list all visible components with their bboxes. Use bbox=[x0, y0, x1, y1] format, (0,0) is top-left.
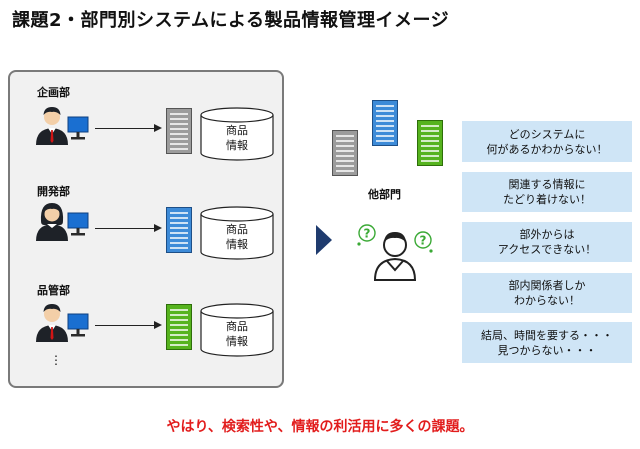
database-cylinder-icon bbox=[200, 107, 274, 161]
database-label: 商品 情報 bbox=[226, 320, 248, 348]
issue-bubble: どのシステムに 何があるかわからない！ bbox=[462, 121, 632, 162]
server-tower-icon bbox=[166, 304, 192, 350]
page-title: 課題2・部門別システムによる製品情報管理イメージ bbox=[12, 10, 450, 31]
server-tower-icon bbox=[332, 130, 358, 176]
flow-arrow bbox=[95, 124, 162, 132]
person-at-computer-icon bbox=[36, 107, 89, 145]
server-tower-icon bbox=[166, 108, 192, 154]
server-tower-icon bbox=[372, 100, 398, 146]
issue-bubble: 関連する情報に たどり着けない！ bbox=[462, 172, 632, 212]
server-tower-icon bbox=[166, 207, 192, 253]
svg-text:?: ? bbox=[364, 227, 371, 241]
female-person-at-computer-icon bbox=[36, 203, 89, 241]
flow-arrow bbox=[95, 224, 162, 232]
confused-person-icon: ? ? bbox=[357, 224, 433, 281]
database-cylinder-icon bbox=[200, 303, 274, 357]
other-department-label: 他部門 bbox=[368, 188, 401, 201]
issue-bubble: 部外からは アクセスできない！ bbox=[462, 222, 632, 262]
issue-bubble: 結局、時間を要する・・・ 見つからない・・・ bbox=[462, 322, 632, 363]
dept-label-quality: 品管部 bbox=[37, 284, 70, 297]
flow-arrow bbox=[95, 321, 162, 329]
dept-label-planning: 企画部 bbox=[37, 86, 70, 99]
svg-text:?: ? bbox=[420, 234, 427, 248]
transition-arrow bbox=[316, 225, 332, 255]
more-departments-ellipsis: ⋮ bbox=[50, 353, 62, 367]
person-at-computer-icon bbox=[36, 304, 89, 342]
database-label: 商品 情報 bbox=[226, 124, 248, 152]
database-label: 商品 情報 bbox=[226, 223, 248, 251]
database-cylinder-icon bbox=[200, 206, 274, 260]
conclusion-text: やはり、検索性や、情報の利活用に多くの課題。 bbox=[166, 419, 474, 435]
server-tower-icon bbox=[417, 120, 443, 166]
issue-bubble: 部内関係者しか わからない！ bbox=[462, 273, 632, 313]
dept-label-development: 開発部 bbox=[37, 185, 70, 198]
